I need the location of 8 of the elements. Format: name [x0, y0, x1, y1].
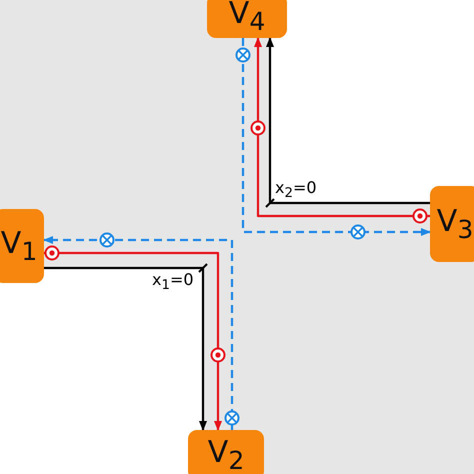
electrode-box: V$_{4}$	[207, 0, 287, 38]
dashed-arrow	[242, 38, 431, 236]
electrode-box: V$_{3}$	[430, 186, 474, 262]
arrow	[44, 266, 207, 431]
coordinate-label: x$_{2}$=0	[275, 178, 317, 202]
coordinate-label: x$_{1}$=0	[152, 270, 194, 294]
electrode-box: V$_{1}$	[0, 209, 44, 283]
electrode-box: V$_{2}$	[188, 430, 264, 474]
